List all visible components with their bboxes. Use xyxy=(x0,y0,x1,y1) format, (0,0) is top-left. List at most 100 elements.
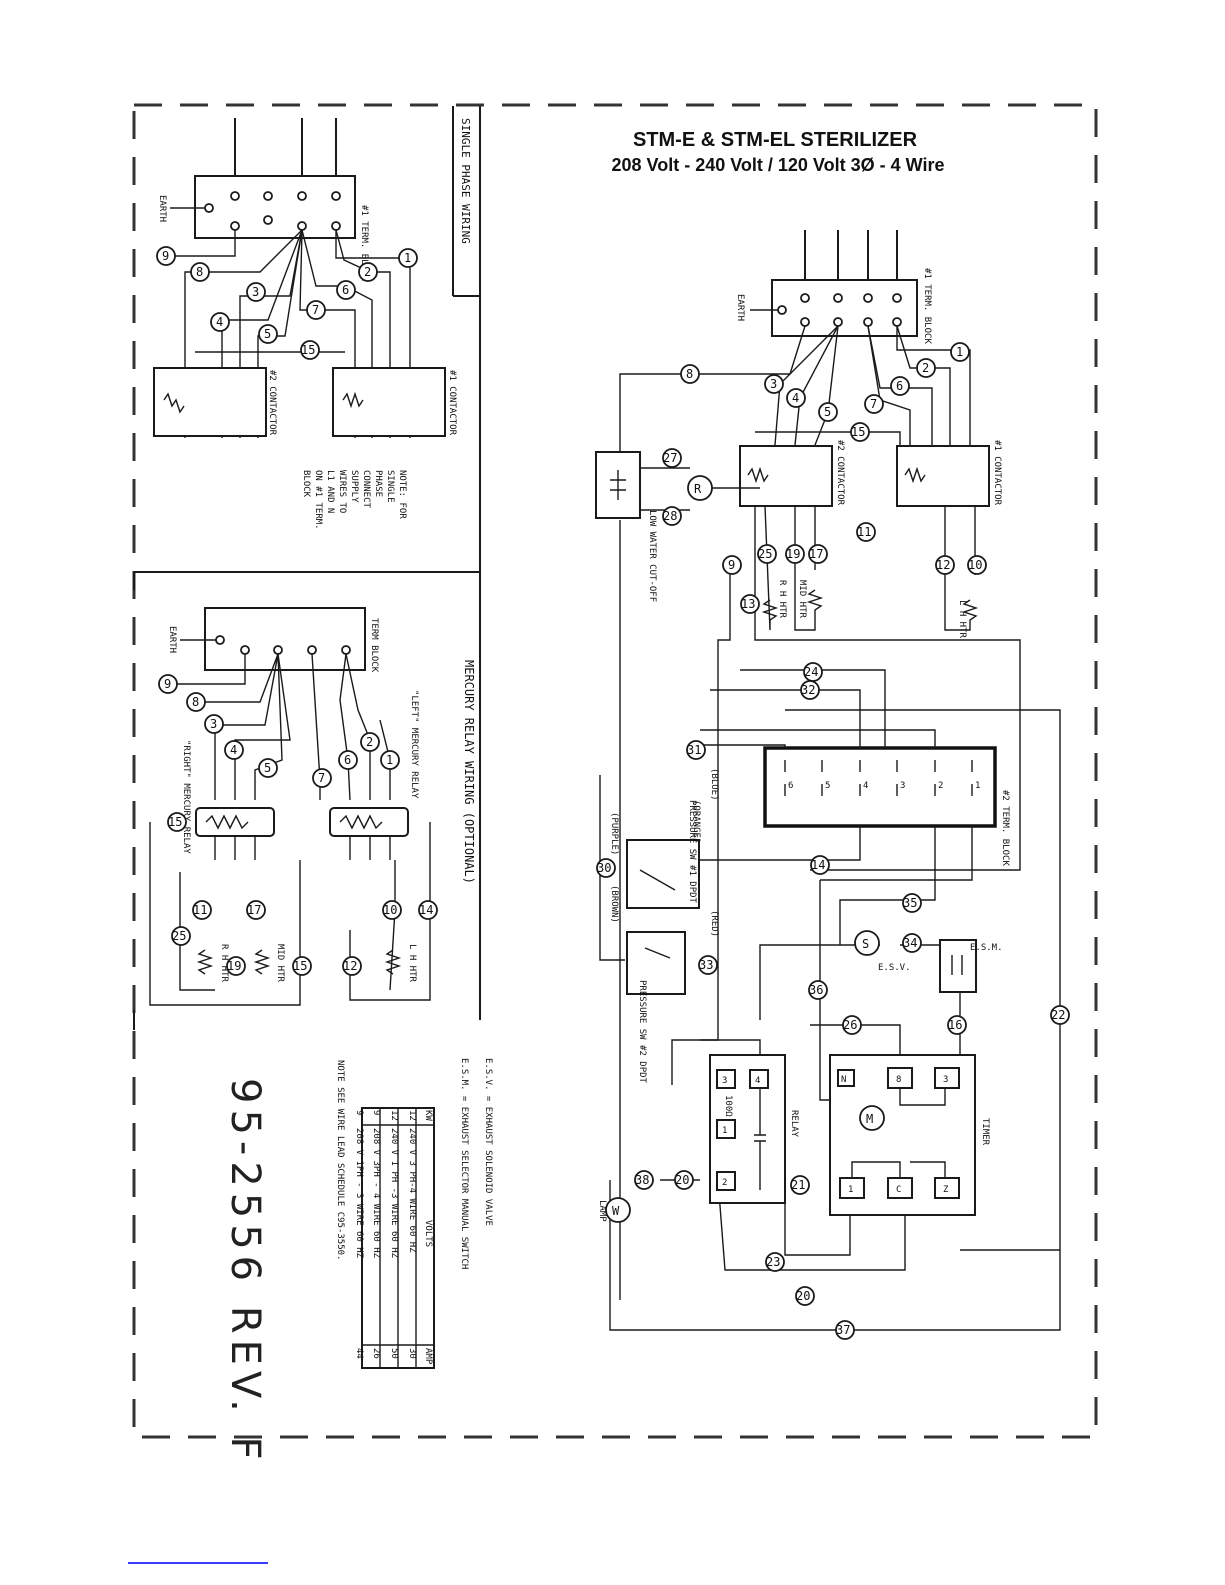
svg-text:16: 16 xyxy=(948,1018,962,1032)
svg-text:20: 20 xyxy=(675,1173,689,1187)
legend-note: NOTE SEE WIRE LEAD SCHEDULE C95-3550. xyxy=(335,1060,345,1260)
svg-text:R: R xyxy=(694,482,702,496)
single-phase-heading: SINGLE PHASE WIRING xyxy=(459,118,472,244)
wire-color-brown: (BROWN) xyxy=(609,885,619,923)
svg-text:2: 2 xyxy=(364,265,371,279)
svg-text:25: 25 xyxy=(172,929,186,943)
single-phase-term-block-label: #1 TERM. BLOCK xyxy=(359,205,369,281)
svg-text:12: 12 xyxy=(343,959,357,973)
svg-text:5: 5 xyxy=(824,405,831,419)
svg-text:35: 35 xyxy=(903,896,917,910)
svg-text:31: 31 xyxy=(687,743,701,757)
svg-text:8: 8 xyxy=(896,1075,901,1085)
svg-text:3: 3 xyxy=(252,285,259,299)
legend-esm-definition: E.S.M. = EXHAUST SELECTOR MANUAL SWITCH xyxy=(459,1058,469,1269)
table-cell: 9 xyxy=(371,1110,381,1115)
table-cell: 9 xyxy=(354,1110,364,1115)
timer-motor-icon xyxy=(859,1105,885,1131)
svg-text:6: 6 xyxy=(788,781,793,791)
low-water-cutoff xyxy=(595,451,641,519)
svg-text:11: 11 xyxy=(857,525,871,539)
svg-text:13: 13 xyxy=(741,597,755,611)
main-contactor-1 xyxy=(896,445,990,507)
main-contactor-2 xyxy=(739,445,833,507)
svg-text:17: 17 xyxy=(809,547,823,561)
main-schematic: #1 TERM. BLOCK EARTH #1 CONTACTOR #2 CON… xyxy=(595,230,1070,1340)
table-cell: 44 xyxy=(354,1348,364,1359)
main-term-block-2-label: #2 TERM. BLOCK xyxy=(1000,790,1010,866)
svg-text:1: 1 xyxy=(404,251,411,265)
svg-text:WIRES TO: WIRES TO xyxy=(337,470,347,513)
svg-text:3: 3 xyxy=(943,1075,948,1085)
wire-color-red: (RED) xyxy=(709,910,719,937)
svg-text:3: 3 xyxy=(770,377,777,391)
svg-text:8: 8 xyxy=(192,695,199,709)
lamp-icon xyxy=(605,1197,631,1223)
svg-text:7: 7 xyxy=(312,303,319,317)
svg-text:36: 36 xyxy=(809,983,823,997)
single-phase-note: NOTE: FOR SINGLE PHASE CONNECT SUPPLY WI… xyxy=(301,470,407,530)
svg-text:8: 8 xyxy=(686,367,693,381)
low-water-label: LOW WATER CUT-OFF xyxy=(647,510,657,602)
svg-text:4: 4 xyxy=(792,391,799,405)
main-lh-htr-label: L H HTR xyxy=(957,600,967,639)
mercury-earth-label: EARTH xyxy=(167,626,177,653)
svg-text:14: 14 xyxy=(811,858,825,872)
svg-text:7: 7 xyxy=(318,771,325,785)
dashed-border xyxy=(132,103,1098,1439)
svg-text:BLOCK: BLOCK xyxy=(301,470,311,498)
table-cell: 12 xyxy=(407,1110,417,1121)
esm-label: E.S.M. xyxy=(970,943,1003,953)
mercury-mid-htr-label: MID HTR xyxy=(275,944,285,983)
main-contactor-1-label: #1 CONTACTOR xyxy=(992,440,1002,506)
pressure-switch-2 xyxy=(626,931,686,995)
svg-text:1: 1 xyxy=(722,1126,727,1136)
table-header-amp: AMP xyxy=(423,1348,433,1365)
svg-text:NOTE: FOR: NOTE: FOR xyxy=(397,470,407,519)
relay-ohms-label: 100Ω xyxy=(723,1095,733,1117)
title-line-2: 208 Volt - 240 Volt / 120 Volt 3Ø - 4 Wi… xyxy=(612,155,945,175)
svg-text:M: M xyxy=(866,1112,873,1126)
svg-text:9: 9 xyxy=(162,249,169,263)
svg-text:4: 4 xyxy=(216,315,223,329)
exhaust-solenoid-valve-icon xyxy=(854,930,880,956)
single-phase-wire-labels: 1 2 3 4 5 6 7 8 9 15 xyxy=(156,246,418,360)
left-mercury-relay xyxy=(329,807,409,837)
wire-color-orange: (ORANGE) xyxy=(691,800,701,843)
svg-text:23: 23 xyxy=(766,1255,780,1269)
mercury-wire-labels: 9 8 3 4 5 7 6 2 1 15 11 25 17 19 15 10 1… xyxy=(158,674,438,976)
exhaust-selector-switch xyxy=(939,939,977,993)
mercury-relay-panel: MERCURY RELAY WIRING (OPTIONAL) TERM BLO… xyxy=(149,607,476,1006)
table-cell: 240 V 3 PH-4 WIRE 60 HZ xyxy=(407,1128,417,1253)
svg-text:25: 25 xyxy=(758,547,772,561)
svg-text:27: 27 xyxy=(663,451,677,465)
table-cell: 208 V 3PH - 4 WIRE 60 HZ xyxy=(371,1128,381,1259)
svg-text:4: 4 xyxy=(863,781,868,791)
table-cell: 12 xyxy=(389,1110,399,1121)
svg-text:2: 2 xyxy=(922,361,929,375)
svg-text:21: 21 xyxy=(791,1178,805,1192)
svg-text:22: 22 xyxy=(1051,1008,1065,1022)
svg-text:SINGLE: SINGLE xyxy=(385,470,395,503)
svg-text:W: W xyxy=(612,1204,620,1218)
svg-text:3: 3 xyxy=(900,781,905,791)
svg-text:6: 6 xyxy=(342,283,349,297)
table-cell: 208 V 1PH - 3 WIRE 60 HZ xyxy=(354,1128,364,1259)
mercury-heading: MERCURY RELAY WIRING (OPTIONAL) xyxy=(462,660,476,884)
svg-text:19: 19 xyxy=(786,547,800,561)
svg-text:7: 7 xyxy=(870,397,877,411)
svg-text:1: 1 xyxy=(956,345,963,359)
svg-text:6: 6 xyxy=(344,753,351,767)
svg-text:9: 9 xyxy=(728,558,735,572)
svg-text:5: 5 xyxy=(264,761,271,775)
svg-text:15: 15 xyxy=(301,343,315,357)
svg-text:S: S xyxy=(862,937,869,951)
table-header-volts: VOLTS xyxy=(423,1220,433,1247)
pressure-switch-1 xyxy=(626,839,700,909)
main-wire-labels: 1 2 3 4 5 6 7 8 9 10 11 12 13 14 15 16 1… xyxy=(596,342,1070,1340)
main-mid-htr-label: MID HTR xyxy=(797,580,807,619)
svg-text:34: 34 xyxy=(903,936,917,950)
legend-esv-definition: E.S.V. = EXHAUST SOLENOID VALVE xyxy=(483,1058,493,1226)
single-phase-contactor-1-label: #1 CONTACTOR xyxy=(447,370,457,436)
svg-text:N: N xyxy=(841,1075,846,1085)
